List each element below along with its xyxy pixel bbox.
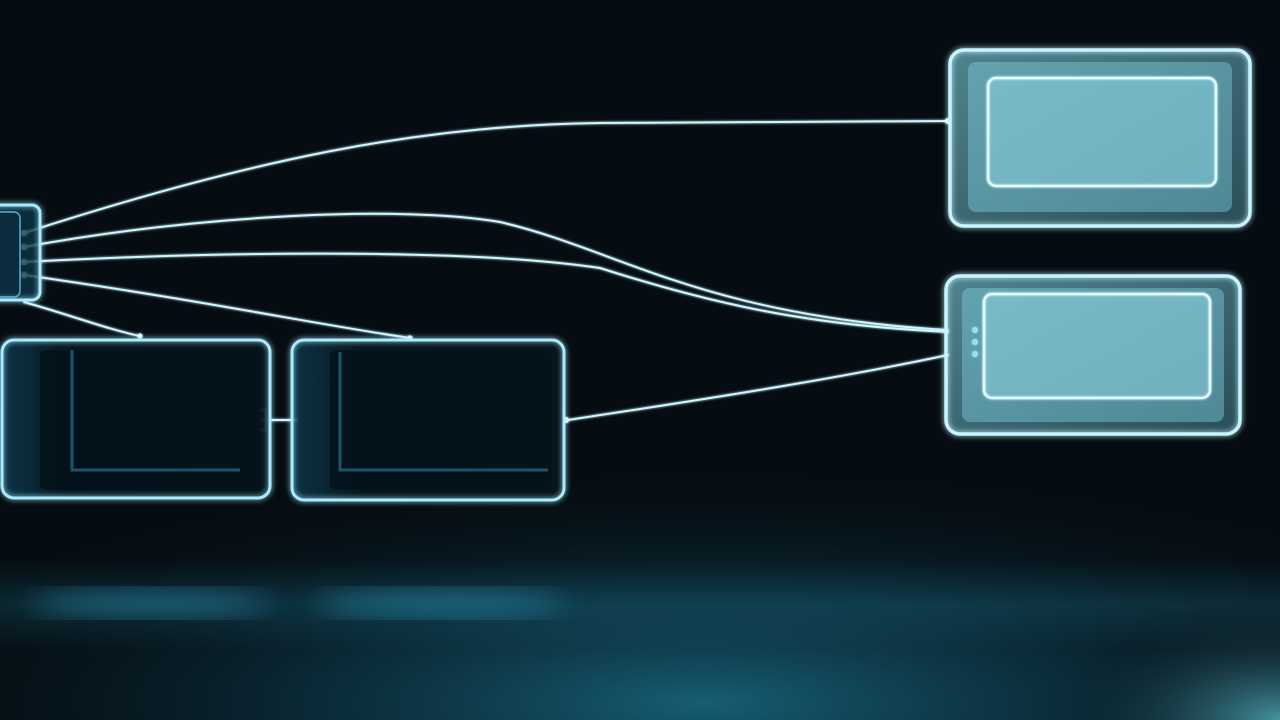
edge-source-to-lower-middle xyxy=(23,274,411,339)
box-lower-right-outline xyxy=(944,274,1242,436)
box-lower-left-outline xyxy=(0,338,272,500)
floor-haze xyxy=(0,560,1280,650)
connector-dot xyxy=(137,333,143,339)
box-lower-right-panel-outline xyxy=(982,292,1212,400)
box-upper-right-panel xyxy=(988,78,1216,186)
box-lower-left-inner-wall xyxy=(70,350,240,472)
box-lower-left-cavity xyxy=(40,350,260,490)
edge-source-to-lower-left xyxy=(23,301,141,337)
box-upper-right-outline xyxy=(948,48,1252,228)
edge-lower-middle-to-lower-right xyxy=(567,354,949,421)
node-box-lower-left xyxy=(0,338,272,500)
node-box-lower-right xyxy=(944,274,1242,436)
box-lower-middle-outline xyxy=(290,338,566,502)
box-upper-right-panel-outline xyxy=(986,76,1218,188)
edge-source-to-upper-right xyxy=(23,120,949,234)
box-lower-right-panel xyxy=(984,294,1210,398)
node-source xyxy=(0,203,42,302)
edge-layer xyxy=(23,120,949,421)
box-lower-middle-cavity xyxy=(330,350,552,490)
box-lower-middle-inner-wall xyxy=(338,352,548,472)
node-source-outline xyxy=(0,203,42,302)
node-source-inner xyxy=(0,211,21,298)
node-box-upper-right xyxy=(948,48,1252,228)
node-box-lower-middle xyxy=(290,338,566,502)
edge-source-to-lower-right-b xyxy=(23,252,949,333)
edge-source-to-lower-right-a xyxy=(23,212,949,331)
